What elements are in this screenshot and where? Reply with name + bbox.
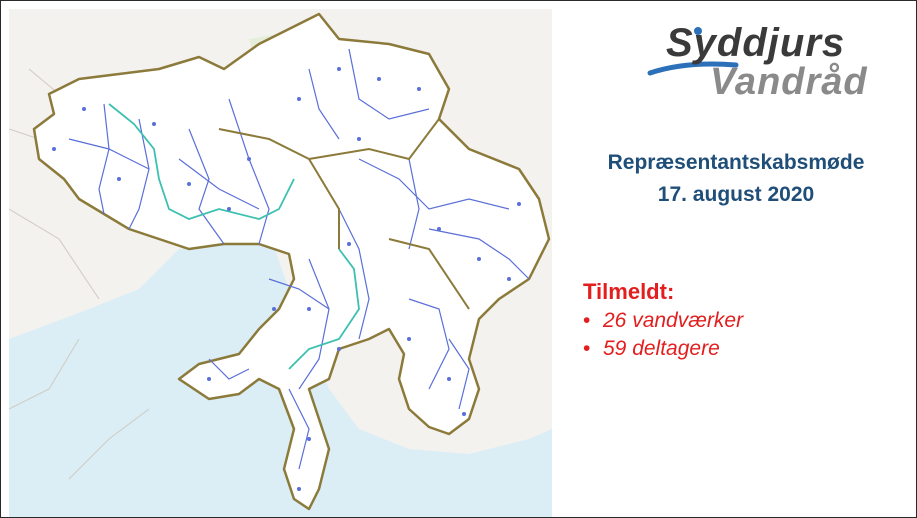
registration-block: Tilmeldt: • 26 vandværker • 59 deltagere (583, 279, 743, 363)
logo-swoosh-icon (647, 27, 739, 76)
registration-item-waterworks: 26 vandværker (603, 309, 744, 332)
meeting-title: Repræsentantskabsmøde (607, 151, 865, 174)
meeting-date: 17. august 2020 (657, 183, 815, 206)
syddjurs-vandraad-logo: Syddjurs Vandråd (646, 21, 916, 106)
bay-area (9, 239, 289, 517)
meeting-title-block: Repræsentantskabsmøde 17. august 2020 (561, 147, 911, 211)
sub-borders (218, 118, 470, 310)
water-supply-map (9, 12, 552, 517)
municipality-area (32, 12, 551, 511)
list-item: • 59 deltagere (583, 335, 743, 363)
logo-text-line2: Vandråd (710, 61, 868, 103)
map-panel (9, 9, 552, 517)
bullet-icon: • (583, 309, 591, 332)
highlight-borders (108, 103, 360, 370)
list-item: • 26 vandværker (583, 307, 743, 335)
registration-item-participants: 59 deltagere (603, 337, 720, 360)
bullet-icon: • (583, 337, 591, 360)
registration-list: • 26 vandværker • 59 deltagere (583, 307, 743, 363)
logo-text-line1: Syddjurs (666, 21, 846, 65)
waterworks-markers (52, 67, 521, 491)
registration-heading: Tilmeldt: (583, 279, 675, 304)
supply-area-borders (68, 48, 530, 470)
